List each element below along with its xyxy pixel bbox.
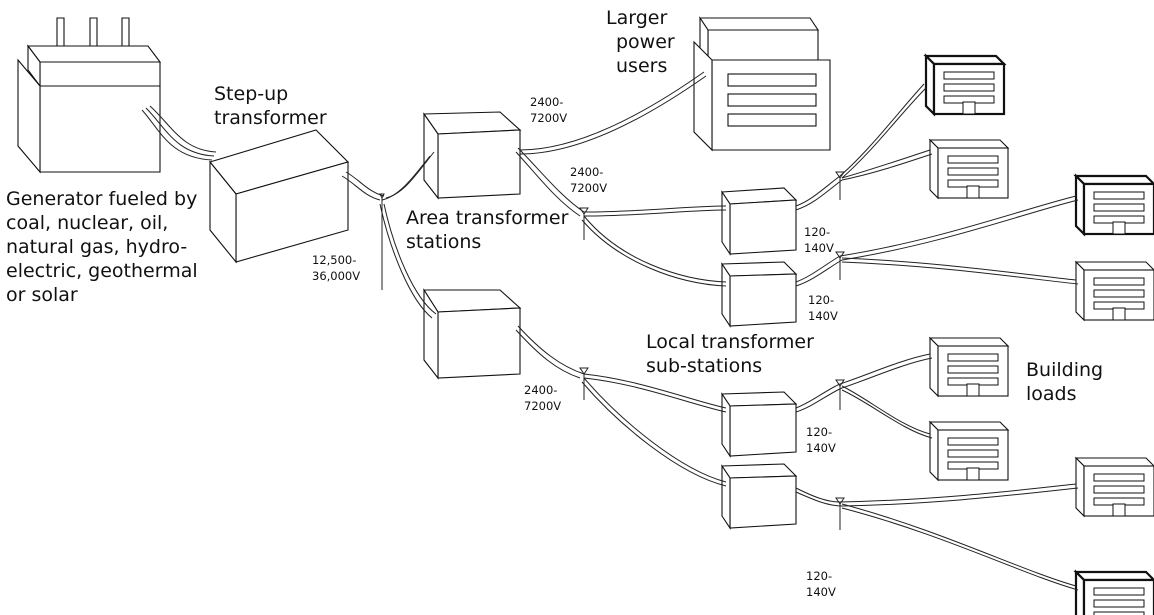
voltage-text: 2400- bbox=[530, 95, 563, 109]
voltage-text: 36,000V bbox=[312, 269, 360, 283]
area-transformer-lower bbox=[422, 288, 522, 380]
load-building-4 bbox=[1074, 260, 1154, 322]
voltage-text: 120- bbox=[806, 425, 832, 439]
larger-users-label-line: users bbox=[616, 55, 667, 77]
voltage-local-3: 120- 140V bbox=[806, 425, 836, 455]
larger-users-label-line: Larger bbox=[606, 7, 667, 29]
generator-label-line: coal, nuclear, oil, bbox=[6, 212, 168, 234]
svg-text:or solar: or solar bbox=[6, 284, 78, 306]
area-stations-label-line: Area transformer bbox=[406, 207, 569, 229]
larger-users-label: Larger power users bbox=[606, 7, 675, 77]
local-substations-label-line: Local transformer bbox=[646, 331, 814, 353]
local-substation-4 bbox=[720, 463, 798, 530]
voltage-text: 140V bbox=[806, 585, 836, 599]
voltage-text: 120- bbox=[806, 569, 832, 583]
step-up-label: Step-up transformer bbox=[214, 83, 327, 129]
svg-text:natural gas, hydro-: natural gas, hydro- bbox=[6, 236, 187, 258]
area-transformer-upper bbox=[422, 111, 522, 200]
generator-label-line: Generator fueled by bbox=[6, 188, 197, 210]
load-building-5 bbox=[928, 336, 1010, 398]
load-building-8 bbox=[1073, 569, 1154, 615]
local-substation-3 bbox=[720, 391, 798, 458]
local-substations-label-line: sub-stations bbox=[646, 355, 762, 377]
local-substation-2 bbox=[720, 261, 798, 328]
building-loads-label: Building loads bbox=[1026, 359, 1103, 405]
svg-text:Generator fueled by: Generator fueled by bbox=[6, 188, 197, 210]
area-stations-label: Area transformer stations bbox=[406, 207, 569, 253]
load-building-1 bbox=[923, 53, 1007, 117]
load-building-3 bbox=[1073, 173, 1154, 237]
poles bbox=[379, 171, 845, 530]
area-stations-label-line: stations bbox=[406, 231, 481, 253]
voltage-text: 120- bbox=[808, 293, 834, 307]
generator-plant bbox=[17, 17, 162, 174]
building-loads-label-line: Building bbox=[1026, 359, 1103, 381]
voltage-text: 2400- bbox=[570, 165, 603, 179]
load-building-2 bbox=[928, 138, 1010, 200]
building-loads bbox=[923, 53, 1154, 615]
voltage-text: 120- bbox=[804, 225, 830, 239]
building-loads-label-line: loads bbox=[1026, 383, 1077, 405]
voltage-text: 2400- bbox=[524, 383, 557, 397]
step-up-transformer bbox=[209, 129, 350, 264]
power-lines bbox=[141, 71, 1079, 591]
local-substations-label: Local transformer sub-stations bbox=[646, 331, 814, 377]
voltage-area-upper-to-large: 2400- 7200V bbox=[530, 95, 567, 125]
voltage-text: 7200V bbox=[530, 111, 567, 125]
voltage-local-2: 120- 140V bbox=[808, 293, 838, 323]
generator-label: Generator fueled by coal, nuclear, oil, … bbox=[6, 188, 198, 306]
generator-label-line: natural gas, hydro- bbox=[6, 236, 187, 258]
svg-text:electric, geothermal: electric, geothermal bbox=[6, 260, 198, 282]
voltage-transmission: 12,500- 36,000V bbox=[312, 253, 360, 283]
voltage-text: 140V bbox=[808, 309, 838, 323]
larger-power-user-building bbox=[693, 16, 831, 152]
voltage-text: 140V bbox=[806, 441, 836, 455]
svg-text:coal, nuclear, oil,: coal, nuclear, oil, bbox=[6, 212, 168, 234]
voltage-text: 140V bbox=[804, 241, 834, 255]
voltage-local-4: 120- 140V bbox=[806, 569, 836, 599]
larger-users-label-line: power bbox=[616, 31, 675, 53]
voltage-local-1: 120- 140V bbox=[804, 225, 834, 255]
generator-label-line: or solar bbox=[6, 284, 78, 306]
step-up-label-line: transformer bbox=[214, 107, 327, 129]
voltage-text: 12,500- bbox=[312, 253, 356, 267]
load-building-6 bbox=[928, 420, 1010, 482]
local-substation-1 bbox=[721, 187, 798, 256]
step-up-label-line: Step-up bbox=[214, 83, 288, 105]
voltage-text: 7200V bbox=[570, 181, 607, 195]
voltage-area-upper-to-local: 2400- 7200V bbox=[570, 165, 607, 195]
voltage-area-lower-to-local: 2400- 7200V bbox=[524, 383, 561, 413]
generator-label-line: electric, geothermal bbox=[6, 260, 198, 282]
load-building-7 bbox=[1074, 456, 1154, 518]
voltage-text: 7200V bbox=[524, 399, 561, 413]
